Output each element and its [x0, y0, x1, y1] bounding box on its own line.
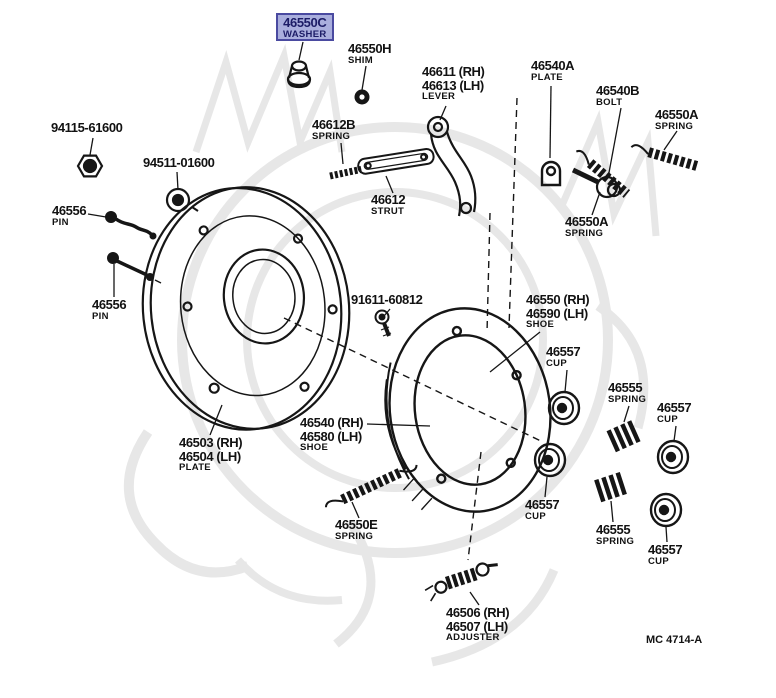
part-label-46555-spring-1[interactable]: 46555 SPRING — [608, 380, 647, 405]
spring-46550a-mid-drawing — [575, 149, 631, 198]
part-label-46557-cup-2[interactable]: 46557 CUP — [657, 400, 692, 425]
part-label-46556-pin-lower[interactable]: 46556 PIN — [92, 297, 127, 322]
part-label-94115-61600[interactable]: 94115-61600 — [51, 120, 123, 135]
cup-46557-1-drawing — [547, 390, 581, 426]
pin-46556-upper-drawing — [105, 211, 157, 240]
label-leader-lines — [87, 41, 678, 606]
spring-46555-upper-drawing — [606, 419, 642, 453]
shim-46550h-drawing — [354, 89, 370, 105]
cup-46557-2-drawing — [656, 439, 690, 475]
part-label-46557-cup-1[interactable]: 46557 CUP — [546, 344, 581, 369]
nut-94115-drawing — [76, 154, 104, 178]
part-label-46550h-shim[interactable]: 46550H SHIM — [348, 41, 392, 66]
brake-shoes-drum-drawing — [384, 307, 552, 513]
part-label-46550e-spring[interactable]: 46550E SPRING — [335, 517, 378, 542]
part-label-46557-cup-3[interactable]: 46557 CUP — [525, 497, 560, 522]
strut-46612-drawing — [357, 148, 435, 175]
diagram-code: MC 4714-A — [646, 634, 703, 646]
part-label-46550c-washer[interactable]: 46550C WASHER — [276, 13, 334, 42]
nut-94511-drawing — [165, 187, 199, 213]
part-label-46503-plate[interactable]: 46503 (RH) 46504 (LH) PLATE — [179, 435, 243, 474]
part-label-46540-shoe[interactable]: 46540 (RH) 46580 (LH) SHOE — [300, 415, 364, 454]
spring-46550a-right-drawing — [630, 144, 699, 171]
backing-plate-drawing — [141, 186, 351, 431]
part-label-46611-lever[interactable]: 46611 (RH) 46613 (LH) LEVER — [422, 64, 485, 103]
part-label-46555-spring-2[interactable]: 46555 SPRING — [596, 522, 635, 547]
lever-46611-drawing — [426, 115, 477, 217]
spring-46550e-drawing — [324, 464, 418, 508]
spring-46555-lower-drawing — [594, 471, 628, 503]
part-label-46612-strut[interactable]: 46612 STRUT — [371, 192, 406, 217]
part-label-91611-60812[interactable]: 91611-60812 — [351, 292, 423, 307]
cup-46557-4-drawing — [649, 492, 683, 528]
part-label-46506-adjuster[interactable]: 46506 (RH) 46507 (LH) ADJUSTER — [446, 605, 510, 644]
background-watermark-logo — [123, 43, 660, 667]
part-label-46557-cup-4[interactable]: 46557 CUP — [648, 542, 683, 567]
part-label-94511-01600[interactable]: 94511-01600 — [143, 155, 215, 170]
part-label-46550-shoe[interactable]: 46550 (RH) 46590 (LH) SHOE — [526, 292, 590, 331]
part-label-46612b-spring[interactable]: 46612B SPRING — [312, 117, 356, 142]
part-label-46540b-bolt[interactable]: 46540B BOLT — [596, 83, 640, 108]
plate-46540a-drawing — [540, 160, 562, 187]
adjuster-46506-drawing — [424, 562, 498, 602]
part-label-46556-pin-upper[interactable]: 46556 PIN — [52, 203, 87, 228]
washer-46550c-drawing — [286, 60, 312, 89]
bolt-91611-drawing — [374, 309, 392, 337]
spring-46612b-drawing — [329, 165, 363, 180]
part-label-46540a-plate[interactable]: 46540A PLATE — [531, 58, 575, 83]
cup-46557-3-drawing — [533, 442, 567, 478]
pin-46556-lower-drawing — [107, 252, 162, 284]
part-label-46550a-spring-mid[interactable]: 46550A SPRING — [565, 214, 609, 239]
part-label-46550a-spring-right[interactable]: 46550A SPRING — [655, 107, 699, 132]
